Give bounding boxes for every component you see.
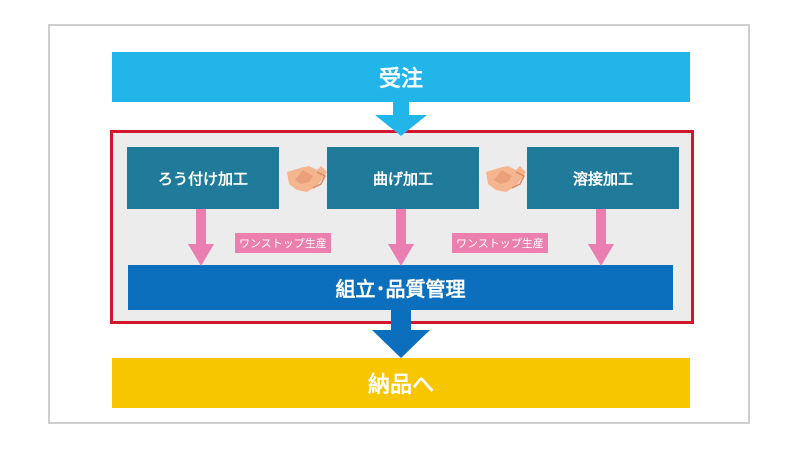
process-bending-label: 曲げ加工 <box>372 169 433 188</box>
one-stop-tag-2: ワンストップ生産 <box>452 233 548 253</box>
arrow-delivery-down <box>372 310 430 358</box>
one-stop-tag-1: ワンストップ生産 <box>235 233 331 253</box>
arrow-bending-down <box>388 209 414 266</box>
delivery-band: 納品へ <box>112 358 690 408</box>
assembly-qc-band: 組立･品質管理 <box>128 265 673 310</box>
process-brazing: ろう付け加工 <box>127 147 279 209</box>
order-band: 受注 <box>112 52 690 102</box>
process-welding-label: 溶接加工 <box>572 169 633 188</box>
order-label: 受注 <box>378 67 423 92</box>
one-stop-tag-2-label: ワンストップ生産 <box>456 237 544 250</box>
arrow-order-down <box>375 102 427 136</box>
assembly-qc-label: 組立･品質管理 <box>335 277 466 301</box>
process-welding: 溶接加工 <box>527 147 679 209</box>
one-stop-tag-1-label: ワンストップ生産 <box>239 237 327 250</box>
arrow-brazing-down <box>188 209 214 266</box>
process-bending: 曲げ加工 <box>327 147 479 209</box>
process-brazing-label: ろう付け加工 <box>157 169 248 188</box>
arrow-welding-down <box>588 209 614 266</box>
handshake-icon <box>287 166 327 192</box>
handshake-icon <box>486 166 526 192</box>
delivery-label: 納品へ <box>367 373 434 398</box>
